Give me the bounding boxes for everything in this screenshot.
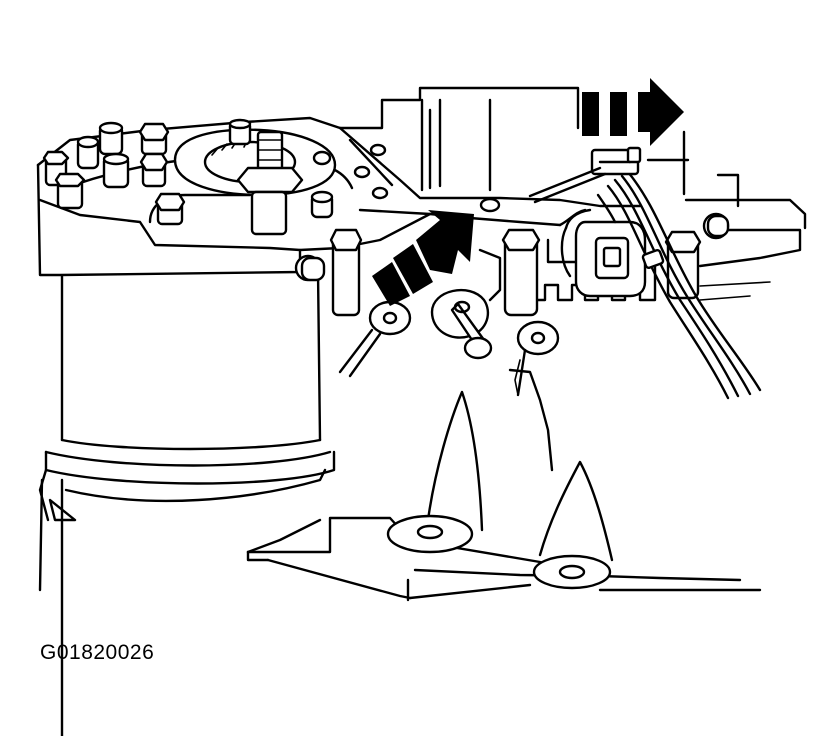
bolt bbox=[702, 212, 730, 240]
bolt bbox=[139, 152, 169, 188]
figure-code-label: G01820026 bbox=[40, 641, 155, 664]
bolt bbox=[501, 228, 541, 317]
lower-casting bbox=[246, 359, 762, 602]
bolt bbox=[294, 254, 326, 282]
bolt bbox=[310, 190, 334, 219]
callout-arrow-right bbox=[582, 78, 684, 146]
rear-housing bbox=[338, 86, 807, 301]
bolt bbox=[154, 192, 186, 226]
bolt bbox=[664, 230, 702, 300]
output-shaft bbox=[430, 248, 502, 360]
bolt bbox=[138, 122, 170, 156]
bolt bbox=[76, 135, 100, 170]
threaded-stud bbox=[236, 130, 304, 236]
bolt bbox=[98, 121, 124, 156]
mounting-washers bbox=[338, 300, 560, 397]
clutch-drum-housing bbox=[38, 270, 336, 736]
bolt bbox=[54, 172, 86, 210]
bolt bbox=[102, 152, 130, 189]
wiring-harness bbox=[528, 146, 762, 400]
callout-arrow-diagonal bbox=[372, 210, 474, 306]
electrical-connector bbox=[560, 208, 647, 298]
bolt-heads bbox=[42, 118, 730, 317]
bolt bbox=[329, 228, 363, 317]
bolt bbox=[228, 118, 252, 146]
